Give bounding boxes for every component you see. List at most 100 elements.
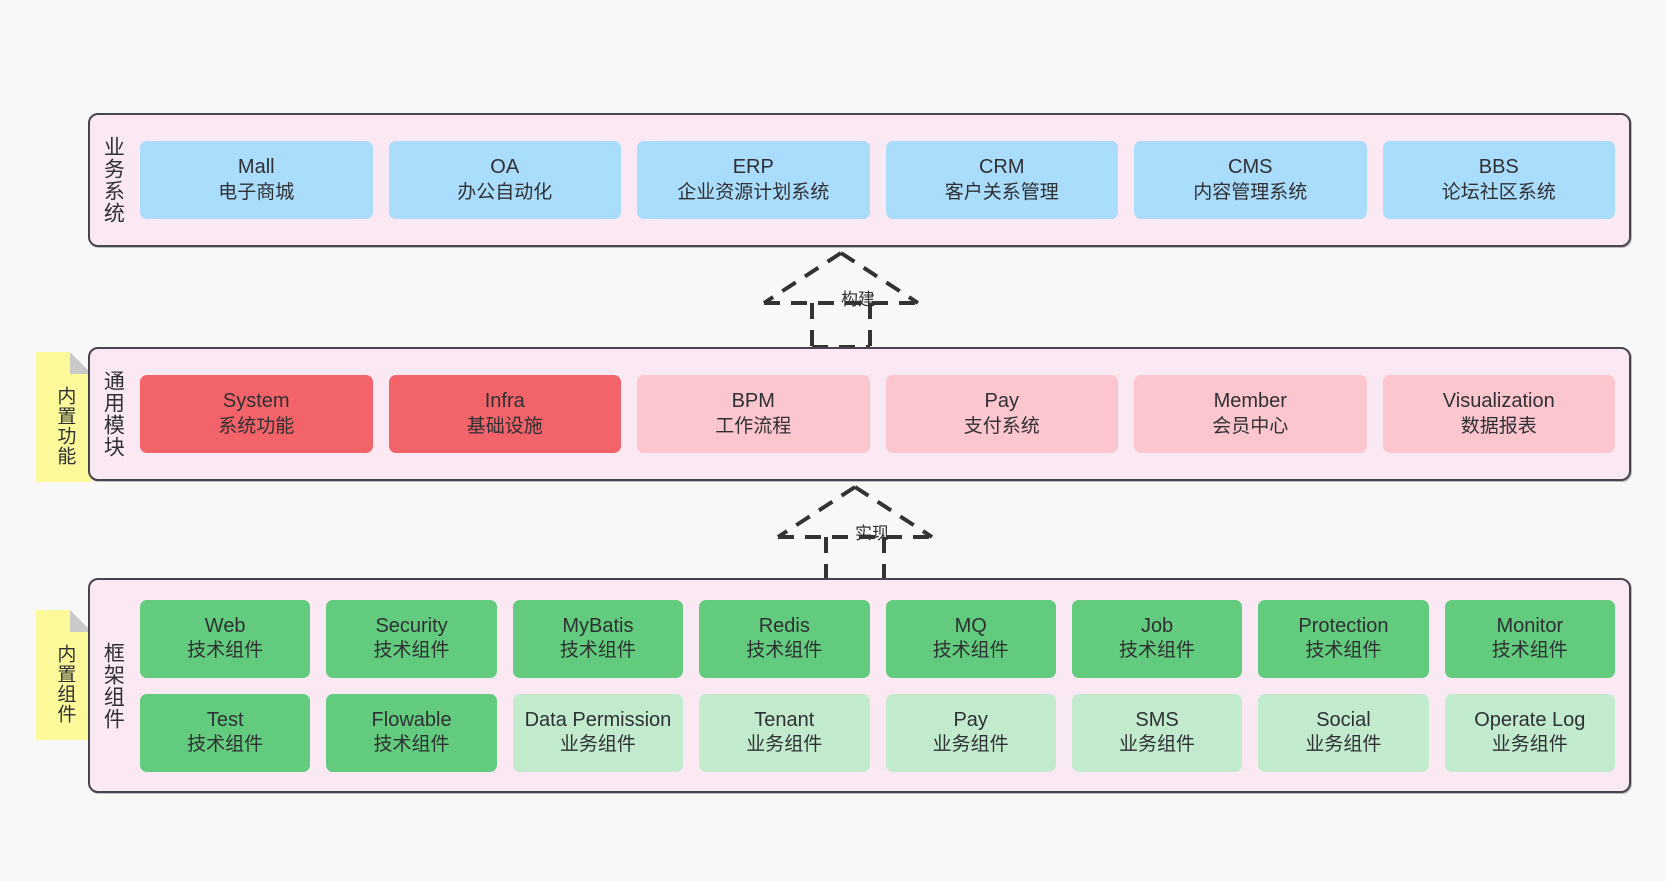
card-social[interactable]: Social 业务组件: [1258, 693, 1429, 772]
card-title: ERP: [732, 156, 774, 179]
card-title: Tenant: [754, 708, 815, 731]
card-subtitle: 办公自动化: [457, 181, 553, 203]
card-subtitle: 支付系统: [963, 415, 1040, 437]
layer-body-framework: Web 技术组件 Security 技术组件 MyBatis 技术组件 Redi…: [134, 580, 1629, 791]
layer-body-common: System 系统功能 Infra 基础设施 BPM 工作流程 Pay 支付系统…: [134, 349, 1629, 479]
card-title: Infra: [484, 390, 525, 413]
card-visualization[interactable]: Visualization 数据报表: [1382, 375, 1615, 453]
card-test[interactable]: Test 技术组件: [140, 693, 311, 772]
card-bpm[interactable]: BPM 工作流程: [637, 375, 870, 453]
card-subtitle: 基础设施: [466, 415, 543, 437]
card-tenant[interactable]: Tenant 业务组件: [699, 693, 870, 772]
card-title: Redis: [758, 614, 810, 637]
card-title: System: [222, 390, 290, 413]
card-title: Monitor: [1496, 614, 1564, 637]
card-title: Test: [206, 708, 244, 731]
card-subtitle: 技术组件: [932, 640, 1009, 662]
card-bbs[interactable]: BBS 论坛社区系统: [1382, 141, 1615, 219]
card-title: Protection: [1298, 614, 1389, 637]
card-subtitle: 技术组件: [746, 640, 823, 662]
card-protection[interactable]: Protection 技术组件: [1258, 599, 1429, 678]
card-web[interactable]: Web 技术组件: [140, 599, 311, 678]
card-subtitle: 技术组件: [187, 734, 264, 756]
sticky-note-label: 内置功能: [54, 386, 76, 466]
card-title: BBS: [1478, 156, 1519, 179]
card-title: MQ: [954, 614, 987, 637]
card-title: CRM: [978, 156, 1025, 179]
card-subtitle: 技术组件: [1491, 640, 1568, 662]
card-subtitle: 业务组件: [932, 734, 1009, 756]
card-security[interactable]: Security 技术组件: [326, 599, 497, 678]
card-job[interactable]: Job 技术组件: [1071, 599, 1243, 678]
card-monitor[interactable]: Monitor 技术组件: [1444, 599, 1615, 678]
layer-title-framework: 框架组件: [101, 641, 125, 730]
connector-label-build: 构建: [841, 290, 875, 309]
card-erp[interactable]: ERP 企业资源计划系统: [637, 141, 870, 219]
card-subtitle: 业务组件: [746, 734, 823, 756]
sticky-note-builtin-features: 内置功能: [36, 352, 92, 482]
card-title: Visualization: [1442, 390, 1555, 413]
layer-panel-common: 通用模块 System 系统功能 Infra 基础设施 BPM 工作流程 Pay…: [88, 347, 1631, 481]
card-subtitle: 业务组件: [1491, 734, 1568, 756]
card-subtitle: 客户关系管理: [944, 181, 1059, 203]
card-title: Web: [204, 614, 246, 637]
layer-title-business: 业务系统: [101, 136, 125, 224]
card-subtitle: 技术组件: [373, 734, 450, 756]
card-row: System 系统功能 Infra 基础设施 BPM 工作流程 Pay 支付系统…: [140, 375, 1615, 453]
card-subtitle: 业务组件: [1305, 734, 1382, 756]
card-sms[interactable]: SMS 业务组件: [1071, 693, 1243, 772]
card-title: OA: [490, 156, 520, 179]
card-redis[interactable]: Redis 技术组件: [699, 599, 870, 678]
sticky-note-label: 内置组件: [54, 644, 76, 724]
card-subtitle: 内容管理系统: [1193, 181, 1308, 203]
card-subtitle: 技术组件: [187, 640, 264, 662]
card-title: Job: [1140, 614, 1174, 637]
card-title: MyBatis: [562, 614, 634, 637]
card-subtitle: 会员中心: [1212, 415, 1289, 437]
card-subtitle: 企业资源计划系统: [677, 181, 830, 203]
card-subtitle: 技术组件: [373, 640, 450, 662]
layer-panel-framework: 框架组件 Web 技术组件 Security 技术组件 MyBatis 技术组件…: [88, 578, 1631, 793]
card-member[interactable]: Member 会员中心: [1134, 375, 1367, 453]
card-row: Test 技术组件 Flowable 技术组件 Data Permission …: [140, 693, 1615, 772]
card-infra[interactable]: Infra 基础设施: [388, 375, 621, 453]
card-mq[interactable]: MQ 技术组件: [885, 599, 1056, 678]
card-title: Data Permission: [524, 708, 672, 731]
card-data-permission[interactable]: Data Permission 业务组件: [512, 693, 684, 772]
card-subtitle: 技术组件: [1119, 640, 1196, 662]
card-title: Flowable: [371, 708, 452, 731]
card-title: Pay: [953, 708, 988, 731]
card-row: Web 技术组件 Security 技术组件 MyBatis 技术组件 Redi…: [140, 599, 1615, 678]
card-subtitle: 系统功能: [218, 415, 295, 437]
card-title: Social: [1316, 708, 1371, 731]
card-title: Security: [375, 614, 448, 637]
card-pay-component[interactable]: Pay 业务组件: [885, 693, 1056, 772]
card-pay-module[interactable]: Pay 支付系统: [885, 375, 1118, 453]
card-subtitle: 工作流程: [715, 415, 792, 437]
card-subtitle: 论坛社区系统: [1441, 181, 1556, 203]
card-cms[interactable]: CMS 内容管理系统: [1134, 141, 1367, 219]
connector-implement: 实现: [772, 481, 938, 583]
card-title: Mall: [237, 156, 275, 179]
card-mall[interactable]: Mall 电子商城: [140, 141, 373, 219]
connector-build: 构建: [758, 247, 924, 349]
card-title: CMS: [1228, 156, 1273, 179]
card-mybatis[interactable]: MyBatis 技术组件: [512, 599, 684, 678]
layer-title-common: 通用模块: [101, 370, 125, 458]
card-crm[interactable]: CRM 客户关系管理: [885, 141, 1118, 219]
layer-panel-business: 业务系统 Mall 电子商城 OA 办公自动化 ERP 企业资源计划系统 CRM…: [88, 113, 1631, 247]
card-subtitle: 业务组件: [1119, 734, 1196, 756]
card-oa[interactable]: OA 办公自动化: [388, 141, 621, 219]
card-subtitle: 数据报表: [1460, 415, 1537, 437]
card-flowable[interactable]: Flowable 技术组件: [326, 693, 497, 772]
card-title: Member: [1213, 390, 1287, 413]
card-system[interactable]: System 系统功能: [140, 375, 373, 453]
card-row: Mall 电子商城 OA 办公自动化 ERP 企业资源计划系统 CRM 客户关系…: [140, 141, 1615, 219]
card-title: BPM: [731, 390, 775, 413]
card-title: SMS: [1135, 708, 1179, 731]
card-title: Pay: [984, 390, 1019, 413]
card-subtitle: 业务组件: [559, 734, 636, 756]
card-operate-log[interactable]: Operate Log 业务组件: [1444, 693, 1615, 772]
card-subtitle: 技术组件: [1305, 640, 1382, 662]
